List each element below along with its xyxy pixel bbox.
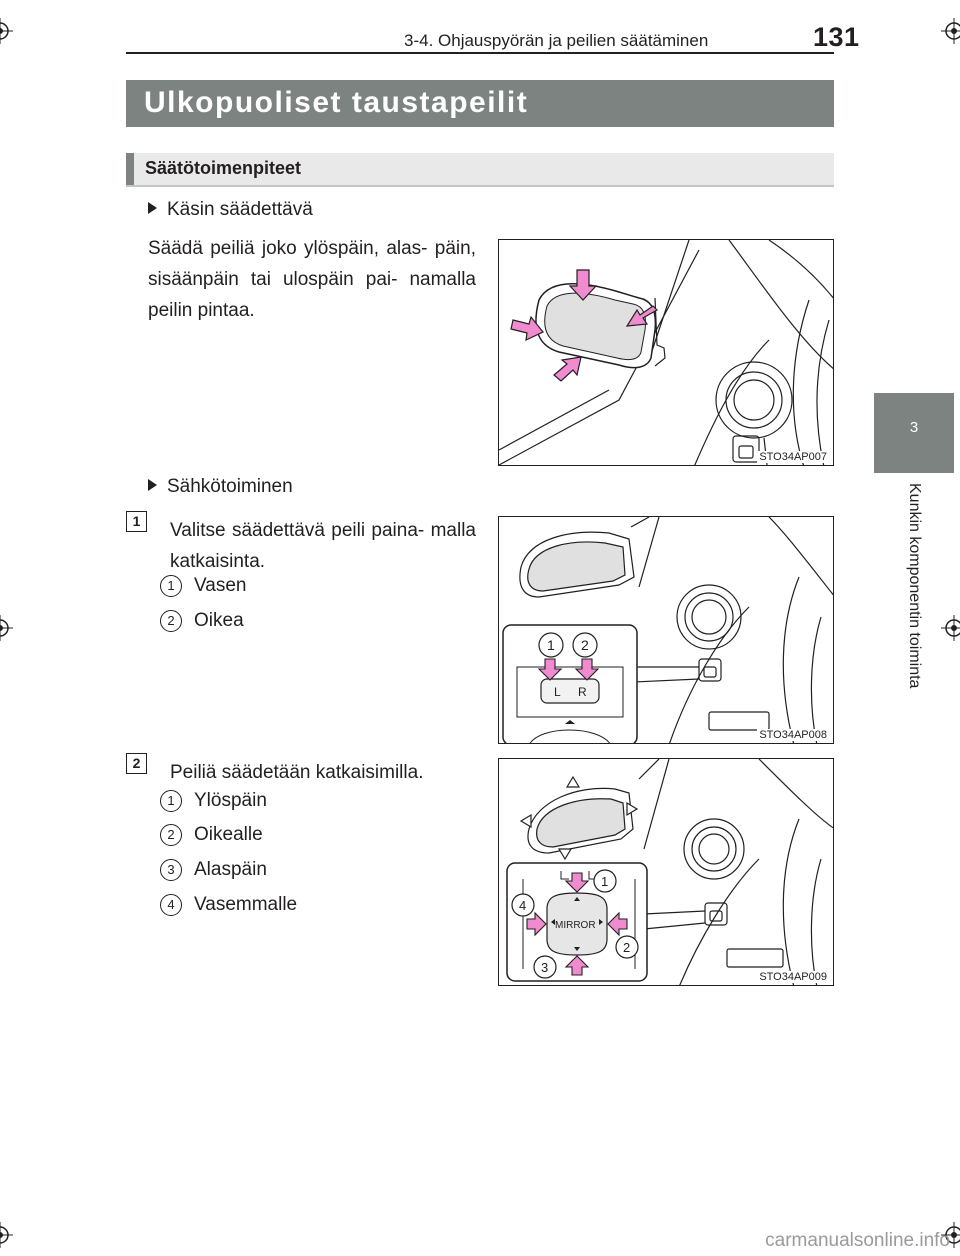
chapter-tab: 3 — [874, 393, 954, 473]
callout-1: 1 — [601, 874, 608, 889]
select-switch-illustration: L R 1 2 — [502, 517, 833, 743]
switch-left-label: L — [554, 685, 561, 699]
circled-number-4: 4 — [160, 894, 182, 916]
manual-mirror-illustration — [499, 240, 833, 465]
registration-mark-icon — [0, 18, 13, 44]
electric-heading: Sähkötoiminen — [148, 476, 293, 498]
registration-mark-icon — [0, 1222, 13, 1248]
step-2-text: Peiliä säädetään katkaisimilla. — [170, 762, 424, 783]
circled-number-1: 1 — [160, 790, 182, 812]
chapter-label: Kunkin komponentin toiminta — [905, 483, 927, 723]
circled-number-1: 1 — [160, 575, 182, 597]
callout-4: 4 — [519, 898, 526, 913]
registration-mark-icon — [941, 18, 960, 44]
subsection-bar: Säätötoimenpiteet — [126, 153, 834, 187]
registration-mark-icon — [0, 615, 13, 641]
circled-number-2: 2 — [160, 610, 182, 632]
registration-mark-icon — [941, 1222, 960, 1248]
figure-adjust-switch: MIRROR 1 2 3 4 STO34AP009 — [498, 758, 834, 986]
figure-code: STO34AP007 — [757, 451, 829, 463]
manual-heading: Käsin säädettävä — [148, 199, 313, 221]
circled-number-3: 3 — [160, 859, 182, 881]
section-title: Ulkopuoliset taustapeilit — [144, 86, 529, 119]
circled-number-2: 2 — [160, 824, 182, 846]
callout-1: 1 — [547, 637, 555, 653]
page-number: 131 — [813, 22, 860, 52]
section-title-bar: Ulkopuoliset taustapeilit — [126, 80, 834, 127]
switch-right-label: R — [578, 685, 587, 699]
running-header: 3-4. Ohjauspyörän ja peilien säätäminen — [404, 31, 709, 50]
mirror-label: MIRROR — [555, 920, 596, 931]
figure-manual-mirror: STO34AP007 — [498, 239, 834, 466]
step-1-marker: 1 — [126, 511, 147, 532]
triangle-bullet-icon — [148, 202, 157, 214]
adjust-switch-illustration: MIRROR 1 2 3 4 — [506, 759, 833, 985]
step-1-text: Valitse säädettävä peili paina- malla ka… — [170, 520, 476, 572]
step-2-marker: 2 — [126, 753, 147, 774]
figure-select-switch: L R 1 2 STO34AP008 — [498, 516, 834, 744]
electric-heading-text: Sähkötoiminen — [167, 476, 293, 497]
manual-heading-text: Käsin säädettävä — [167, 199, 313, 220]
header-rule — [126, 52, 834, 54]
subsection-accent — [126, 153, 134, 185]
chapter-number: 3 — [909, 419, 919, 436]
callout-3: 3 — [541, 960, 548, 975]
figure-code: STO34AP008 — [757, 729, 829, 741]
figure-code: STO34AP009 — [757, 971, 829, 983]
registration-mark-icon — [941, 615, 960, 641]
callout-2: 2 — [623, 940, 630, 955]
callout-2: 2 — [581, 637, 589, 653]
chapter-label-text: Kunkin komponentin toiminta — [906, 483, 923, 689]
triangle-bullet-icon — [148, 479, 157, 491]
manual-instructions: Säädä peiliä joko ylöspäin, alas- päin, … — [148, 238, 476, 321]
subsection-title: Säätötoimenpiteet — [145, 158, 302, 178]
watermark-footer[interactable]: carmanualsonline.info — [765, 1230, 950, 1251]
